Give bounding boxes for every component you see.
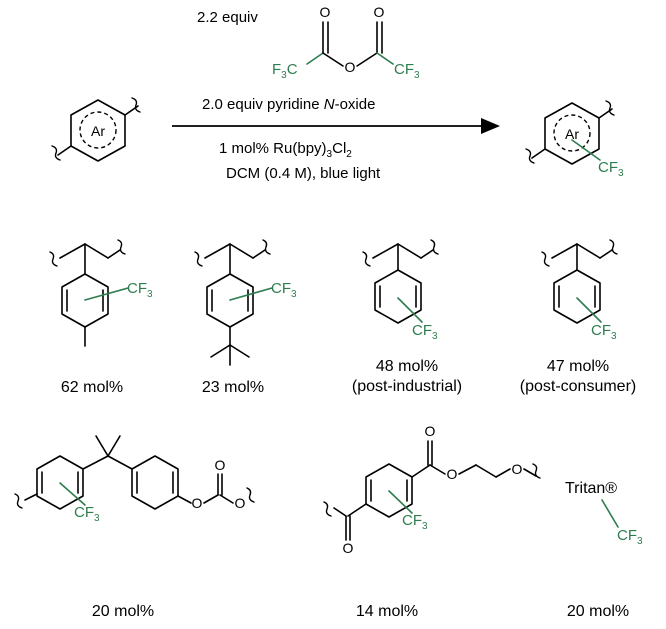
- tfaa-right-cf3: CF3: [394, 61, 420, 81]
- polymer-2: CF3: [194, 239, 297, 366]
- polymer-6-ether-o: O: [512, 461, 523, 477]
- reagent-catalyst: 1 mol% Ru(bpy)3Cl2: [219, 140, 352, 160]
- tfaa-left-cf3: F3C: [272, 61, 298, 81]
- polymer-2-cf3: CF3: [271, 280, 297, 300]
- product-cf3: CF3: [598, 159, 624, 179]
- polymer-4: CF3: [541, 239, 618, 342]
- polymer-5-ester-o: O: [192, 495, 203, 511]
- reagent-anhydride-equiv: 2.2 equiv: [197, 9, 258, 26]
- polymer-3-source: (post-industrial): [352, 378, 462, 395]
- polymer-7-yield: 20 mol%: [567, 603, 629, 620]
- polymer-1-cf3: CF3: [127, 280, 153, 300]
- polymer-5-yield: 20 mol%: [92, 603, 154, 620]
- polymer-7-cf3: CF3: [617, 527, 643, 547]
- reagent-block: 2.2 equiv O O O F3C CF3 2.0 equiv pyridi…: [172, 4, 500, 182]
- polymer-1: CF3: [49, 239, 153, 347]
- polymer-6-cf3: CF3: [402, 512, 428, 532]
- tfaa-bridge-o: O: [345, 59, 356, 75]
- polymer-6-carbonyl-o-right: O: [425, 423, 436, 439]
- tfaa-carbonyl-o-left: O: [320, 4, 331, 20]
- substrate-arene: Ar: [51, 97, 141, 162]
- polymer-5-carbonate-o: O: [235, 495, 246, 511]
- polymer-4-source: (post-consumer): [520, 378, 636, 395]
- polymer-1-yield: 62 mol%: [61, 379, 123, 396]
- substrate-ar-label: Ar: [91, 123, 105, 139]
- product-ar-label: Ar: [565, 126, 579, 142]
- polymer-7-name: Tritan®: [565, 480, 617, 497]
- polymer-3: CF3: [362, 239, 439, 342]
- polymer-4-cf3: CF3: [591, 322, 617, 342]
- polymer-6-yield: 14 mol%: [356, 603, 418, 620]
- polymer-6-ester-o: O: [447, 466, 458, 482]
- polymer-6-carbonyl-o-left: O: [343, 540, 354, 556]
- polymer-5-carbonyl-o: O: [215, 457, 226, 473]
- polymer-2-yield: 23 mol%: [202, 379, 264, 396]
- reagent-pyridine-n-oxide: 2.0 equiv pyridine N-oxide: [202, 96, 375, 113]
- polymer-5-cf3: CF3: [74, 504, 100, 524]
- tfaa-structure: O O O F3C CF3: [272, 4, 420, 81]
- polymer-3-yield: 48 mol%: [376, 358, 438, 375]
- polymer-3-cf3: CF3: [412, 322, 438, 342]
- tfaa-carbonyl-o-right: O: [374, 4, 385, 20]
- reaction-arrowhead: [481, 118, 500, 134]
- product-arene: Ar CF3: [525, 100, 624, 179]
- polymer-4-yield: 47 mol%: [547, 358, 609, 375]
- polymer-5: O O O CF3: [14, 435, 255, 524]
- reagent-solvent-light: DCM (0.4 M), blue light: [226, 165, 381, 182]
- polymer-7: Tritan® CF3: [565, 480, 643, 547]
- polymer-6: O O O O CF3: [323, 423, 541, 556]
